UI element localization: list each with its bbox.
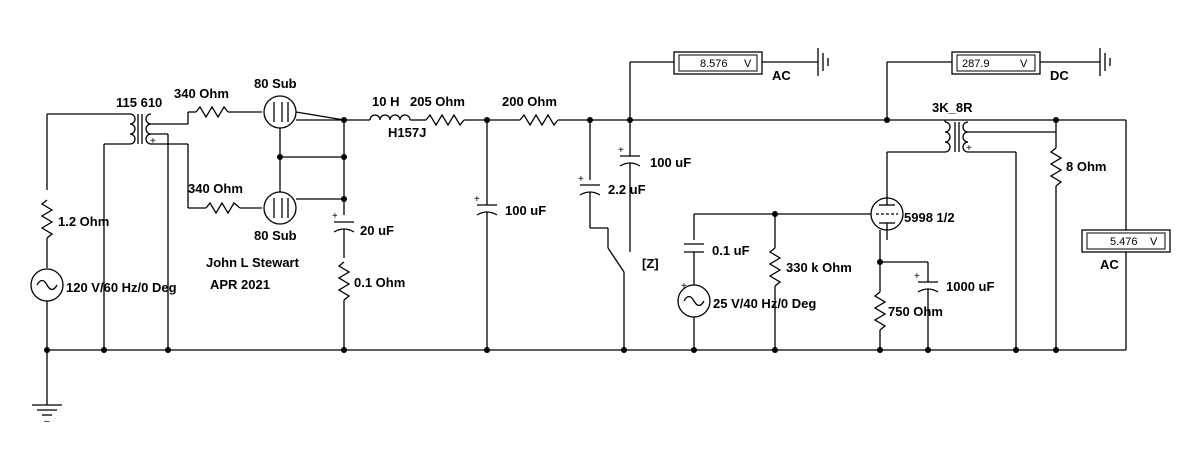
capacitor-cathode-plus: +	[914, 271, 920, 282]
voltmeter-2-wire	[886, 61, 1100, 120]
resistor-load	[1049, 120, 1063, 350]
grid-wire	[693, 213, 871, 240]
voltmeter-2-ground	[1099, 48, 1111, 76]
capacitor-cathode-label: 1000 uF	[946, 279, 994, 294]
resistor-rectifier-bottom	[188, 201, 262, 215]
b-plus-rail	[296, 119, 370, 215]
resistor-choke	[425, 113, 520, 127]
resistor-rectifier-top	[192, 105, 262, 119]
ac-source-main-label: 120 V/60 Hz/0 Deg	[66, 280, 177, 295]
capacitor-second-plus: +	[474, 194, 480, 205]
resistor-rectifier-top-label: 340 Ohm	[174, 86, 229, 101]
voltmeter-3-mode: AC	[1100, 257, 1119, 272]
resistor-cap-esr-label: 0.1 Ohm	[354, 275, 405, 290]
voltmeter-2-unit: V	[1020, 58, 1028, 70]
ac-source-main	[30, 268, 64, 350]
date-label: APR 2021	[210, 277, 270, 292]
resistor-rectifier-bottom-label: 340 Ohm	[188, 181, 243, 196]
capacitor-first-plus: +	[332, 211, 338, 222]
rectifier-tube-bottom-label: 80 Sub	[254, 228, 297, 243]
output-tube	[870, 196, 904, 262]
switch-toggle[interactable]	[607, 246, 631, 350]
voltmeter-1-value: 8.576	[700, 58, 728, 70]
ac-source-signal-label: 25 V/40 Hz/0 Deg	[713, 296, 816, 311]
resistor-filter-label: 200 Ohm	[502, 94, 557, 109]
voltmeter-2-value: 287.9	[962, 58, 990, 70]
capacitor-switch	[579, 120, 609, 248]
voltmeter-1-wire	[629, 61, 818, 120]
voltmeter-3-value: 5.476	[1110, 236, 1138, 248]
rectifier-tube-top-label: 80 Sub	[254, 76, 297, 91]
capacitor-second-label: 100 uF	[505, 203, 546, 218]
capacitor-first-filter	[333, 221, 355, 258]
transformer-plus-marker: +	[150, 136, 156, 147]
capacitor-switch-plus: +	[578, 174, 584, 185]
capacitor-third-label: 100 uF	[650, 155, 691, 170]
voltmeter-1[interactable]	[673, 51, 763, 75]
output-transformer	[886, 120, 1056, 350]
capacitor-coupling-label: 0.1 uF	[712, 243, 750, 258]
resistor-load-label: 8 Ohm	[1066, 159, 1106, 174]
capacitor-third-filter	[619, 120, 641, 246]
rectifier-tube-bottom	[263, 157, 344, 225]
ground-symbol: –	[32, 404, 62, 427]
resistor-choke-label: 205 Ohm	[410, 94, 465, 109]
wire-source-top	[46, 113, 130, 190]
resistor-grid-label: 330 k Ohm	[786, 260, 852, 275]
capacitor-third-plus: +	[618, 145, 624, 156]
inductor-part-label: H157J	[388, 125, 426, 140]
voltmeter-3-unit: V	[1150, 236, 1158, 248]
inductor-label: 10 H	[372, 94, 399, 109]
capacitor-second-filter	[476, 120, 498, 350]
ac-source-signal-plus: +	[681, 281, 687, 292]
capacitor-switch-label: 2.2 uF	[608, 182, 646, 197]
junction-dots	[44, 347, 1059, 353]
voltmeter-1-unit: V	[744, 58, 752, 70]
rectifier-tube-top	[263, 95, 345, 157]
voltmeter-1-mode: AC	[772, 68, 791, 83]
ground-rail	[46, 250, 1127, 405]
svg-text:–: –	[44, 416, 50, 427]
author-label: John L Stewart	[206, 255, 300, 270]
capacitor-first-label: 20 uF	[360, 223, 394, 238]
power-transformer	[103, 111, 192, 350]
resistor-filter	[519, 113, 1126, 127]
voltmeter-2[interactable]	[951, 51, 1041, 75]
resistor-cap-esr	[337, 261, 351, 350]
output-transformer-label: 3K_8R	[932, 100, 973, 115]
voltmeter-2-mode: DC	[1050, 68, 1069, 83]
output-transformer-plus: +	[966, 143, 972, 154]
switch-key-label: [Z]	[642, 256, 659, 271]
transformer-ratio-label: 115 610	[116, 95, 162, 110]
voltmeter-1-ground	[817, 48, 829, 76]
resistor-source	[40, 199, 54, 268]
output-tube-label: 5998 1/2	[904, 210, 955, 225]
inductor-choke	[369, 114, 426, 121]
voltmeter-3[interactable]	[1081, 229, 1171, 253]
capacitor-cathode	[917, 281, 939, 350]
resistor-source-label: 1.2 Ohm	[58, 214, 109, 229]
resistor-cathode	[873, 262, 887, 350]
resistor-grid	[768, 214, 782, 350]
cathode-wire	[880, 261, 929, 282]
capacitor-coupling	[684, 243, 704, 285]
resistor-cathode-label: 750 Ohm	[888, 304, 943, 319]
ac-source-signal	[677, 284, 711, 350]
